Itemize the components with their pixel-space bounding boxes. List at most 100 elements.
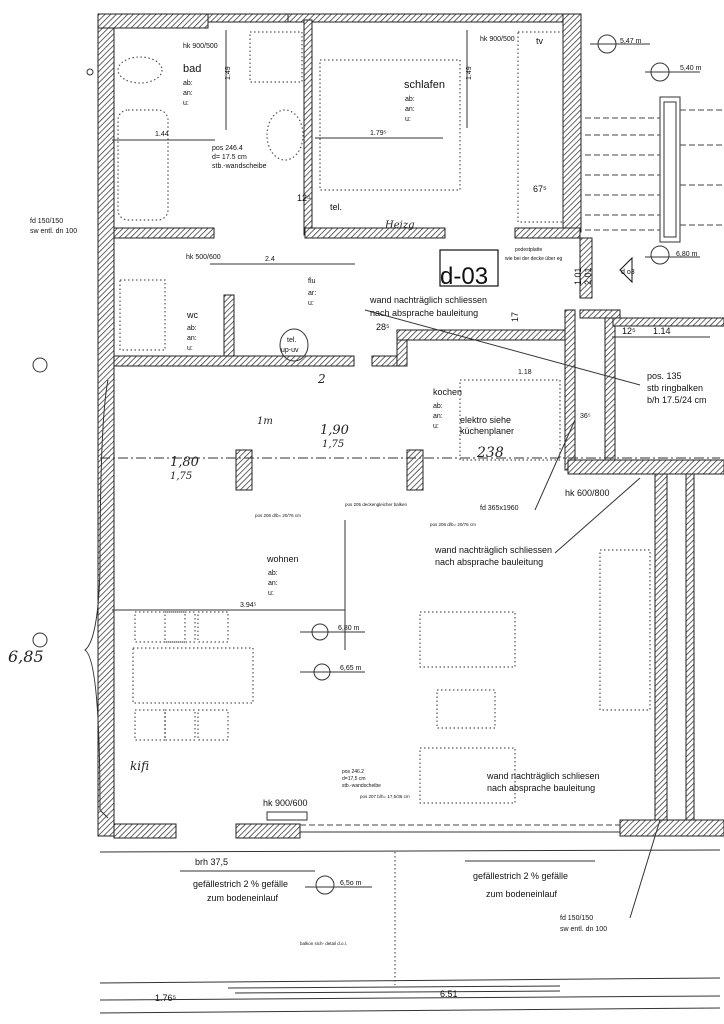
note: nach absprache bauleitung	[487, 783, 595, 793]
unit-id: d-03	[440, 263, 488, 290]
dimension: 1.01	[573, 267, 583, 285]
dimension: 2.4	[265, 256, 275, 263]
level-label: 5,40 m	[680, 65, 702, 72]
dimension: 1.49	[466, 66, 473, 80]
dimension: 1.14	[653, 326, 671, 336]
room-attr: ab:	[268, 570, 278, 577]
furniture	[117, 31, 651, 804]
punch-hole	[86, 68, 94, 76]
radiator-label: hk 900/600	[263, 798, 308, 808]
room-flur: flu	[308, 278, 316, 285]
room-attr: ab:	[433, 403, 443, 410]
level-markers	[300, 34, 700, 895]
note: stb.-wandscheibe	[212, 163, 267, 170]
dimension: 28⁵	[376, 322, 390, 332]
room-attr: ar:	[308, 290, 316, 297]
note: tel.	[287, 337, 296, 344]
handwritten-note: kifi	[130, 759, 149, 773]
handwritten-note: 2	[317, 372, 326, 386]
note: wie bei der decke über eg	[505, 256, 562, 262]
handwritten-note: 1,80	[170, 455, 199, 470]
note: sw entl. dn 100	[560, 926, 607, 933]
dimension: 1.18	[518, 369, 532, 376]
room-attr: ab:	[405, 96, 415, 103]
handwritten-note: 1,75	[170, 471, 192, 482]
unit-id-box	[439, 249, 499, 287]
note: podestplatte	[515, 247, 542, 253]
room-kochen: kochen	[433, 387, 462, 397]
note: tv	[536, 36, 544, 46]
radiator-label: hk 600/800	[565, 488, 610, 498]
note: pos 246.4	[212, 145, 243, 152]
handwritten-note: 1m	[257, 416, 273, 427]
note: zum bodeneinlauf	[486, 889, 558, 899]
note: d= 17.5 cm	[212, 154, 247, 161]
leader-lines	[84, 309, 661, 919]
room-attr: u:	[405, 116, 411, 123]
stair-marker-triangle	[619, 256, 633, 284]
note: fd 150/150	[560, 915, 593, 922]
note: nach absprache bauleitung	[435, 557, 543, 567]
note: pos 206 d/b= 20/76 cm	[255, 513, 301, 518]
room-attr: u:	[268, 590, 274, 597]
dimension: 12⁵	[297, 193, 311, 203]
room-attr: an:	[187, 335, 197, 342]
note: fd 365x1960	[480, 505, 519, 512]
note: stb ringbalken	[647, 383, 703, 393]
level-label: 6,80 m	[338, 625, 360, 632]
level-label: 5,47 m	[620, 38, 642, 45]
note: pos. 135	[647, 371, 682, 381]
dimension: 3.94⁵	[240, 602, 257, 609]
punch-hole	[32, 632, 48, 648]
note: pos 207 b/h= 17,5/36 cm	[360, 794, 410, 799]
kitchen-note: küchenplaner	[460, 426, 514, 436]
dimension: 6.51	[440, 989, 458, 999]
room-attr: ab:	[187, 325, 197, 332]
dimension: 67⁵	[533, 184, 547, 194]
handwritten-note: 1,90	[320, 423, 349, 438]
room-schlafen: schlafen	[404, 79, 445, 91]
dimension-lines	[100, 30, 720, 650]
room-attr: u:	[187, 345, 193, 352]
radiator-label: hk 900/500	[480, 36, 515, 43]
note: nach absprache bauleitung	[370, 308, 478, 318]
handwritten-note: 6,85	[8, 647, 44, 666]
room-attr: u:	[308, 300, 314, 307]
note: up-uv	[281, 347, 299, 354]
radiator-label: hk 500/600	[186, 254, 221, 261]
balcony-lines	[99, 824, 721, 1014]
note: fd 150/150	[30, 218, 63, 225]
level-label: 6,65 m	[340, 665, 362, 672]
dimension: 1.49	[225, 66, 232, 80]
dimension: 2.01	[583, 267, 593, 285]
walls	[97, 13, 724, 839]
room-attr: an:	[183, 90, 193, 97]
room-attr: u:	[183, 100, 189, 107]
handwritten-note: 1,75	[322, 439, 344, 450]
note: pos 246.2	[342, 769, 364, 775]
dimension: 17	[510, 312, 520, 322]
level-label: 6,80 m	[676, 251, 698, 258]
dimension: 36⁵	[580, 413, 591, 420]
note: wand nachträglich schliessen	[369, 295, 487, 305]
note: wand nachträglich schliesen	[486, 771, 600, 781]
room-wohnen: wohnen	[266, 554, 299, 564]
dimension: 12⁵	[622, 326, 636, 336]
note: tel.	[330, 202, 342, 212]
dimension: 1.44	[155, 131, 169, 138]
kitchen-note: elektro siehe	[460, 415, 511, 425]
dimension: 1.76⁵	[155, 993, 177, 1003]
note: d=17,5 cm	[342, 776, 366, 782]
note: pos 205 deckengleicher balken	[345, 502, 408, 507]
punch-hole	[32, 357, 48, 373]
room-bad: bad	[183, 63, 201, 75]
radiator-label: hk 900/500	[183, 43, 218, 50]
handwritten-note: Heizg	[384, 220, 415, 231]
room-attr: ab:	[183, 80, 193, 87]
staircase	[585, 96, 724, 243]
note: gefällestrich 2 % gefälle	[193, 879, 288, 889]
stair-marker: d o3	[621, 269, 635, 276]
dimension: 1.79⁵	[370, 130, 387, 137]
note: pos 206 d/b= 20/76 cm	[430, 522, 476, 527]
